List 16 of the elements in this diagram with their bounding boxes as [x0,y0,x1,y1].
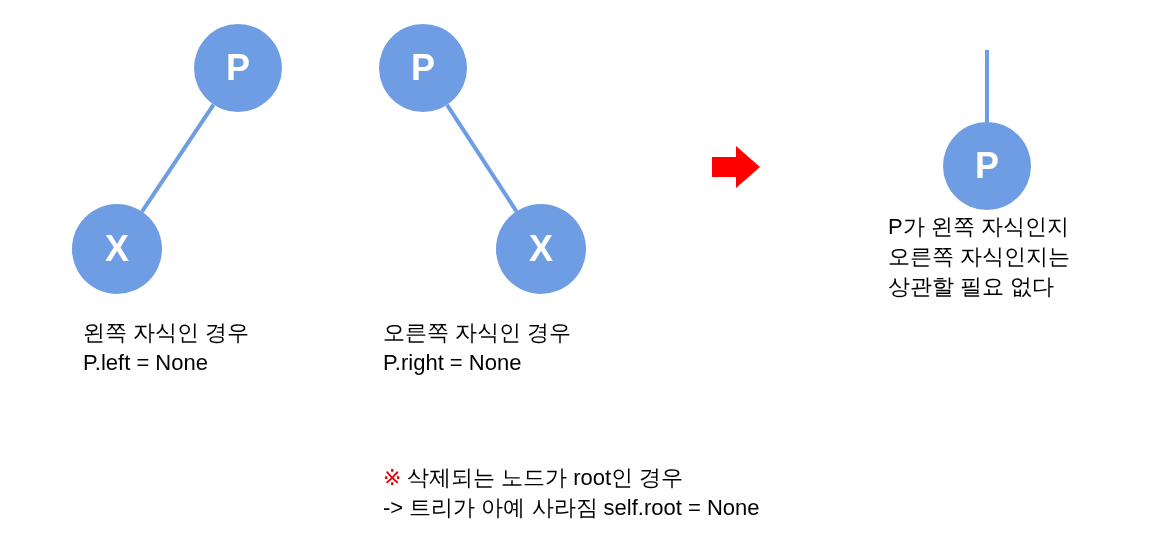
note-text: -> 트리가 아예 사라짐 self.root = None [383,494,760,522]
tree-node-circle: X [496,204,586,294]
tree-node-circle: X [72,204,162,294]
code-text: P.left = None [83,349,208,377]
tree-edge-line [445,103,519,213]
note-text: P가 왼쪽 자식인지 오른쪽 자식인지는 상관할 필요 없다 [888,213,1072,301]
code-text: P.right = None [383,349,522,377]
tree-node-circle: P [943,122,1031,210]
case-caption: 오른쪽 자식인 경우 [383,319,572,347]
tree-edge-line [140,103,216,213]
case-caption: 왼쪽 자식인 경우 [83,319,250,347]
note-text: 삭제되는 노드가 root인 경우 [407,464,684,492]
tree-node-circle: P [379,24,467,112]
tree-node-circle: P [194,24,282,112]
tree-edge-line [985,50,989,122]
reference-mark: ※ [383,464,402,492]
